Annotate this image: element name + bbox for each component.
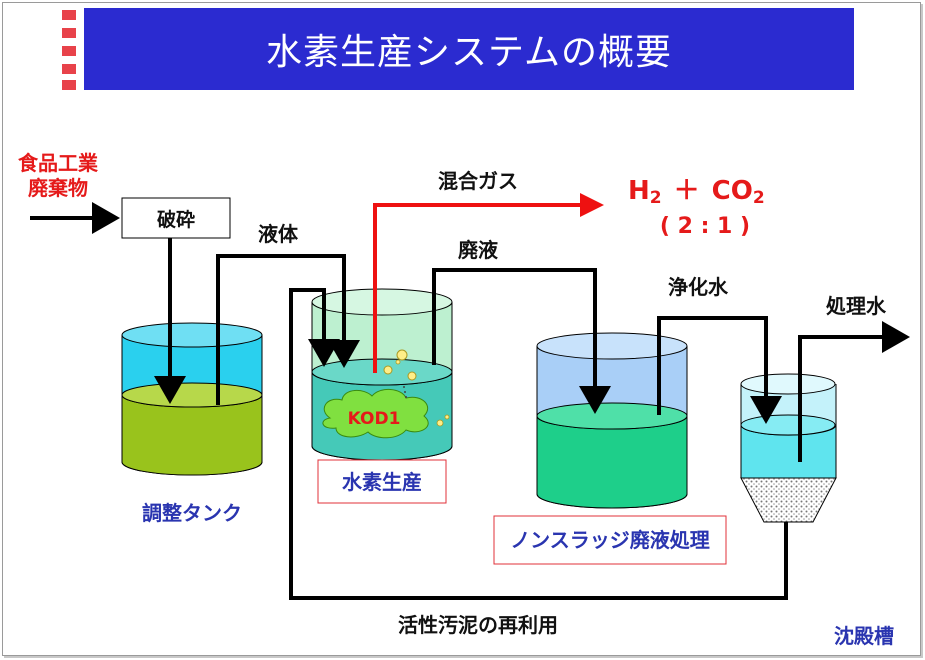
non-sludge-tank	[536, 332, 688, 509]
input-label-2: 廃棄物	[28, 176, 88, 200]
non-sludge-box	[493, 515, 727, 565]
waste-liquid-label: 廃液	[458, 238, 499, 262]
gas-formula: H2＋CO2	[628, 176, 765, 208]
input-label-1: 食品工業	[18, 151, 99, 175]
sludge-reuse-label: 活性汚泥の再利用	[398, 613, 558, 637]
title-bullet-2	[62, 28, 76, 38]
settling-tank-label: 沈殿槽	[834, 624, 894, 648]
flow-lines	[30, 202, 910, 600]
title-bullet-5	[62, 80, 76, 90]
kod1-cloud	[322, 389, 429, 439]
settling-tank	[740, 373, 837, 523]
title-bar: 水素生産システムの概要	[84, 8, 854, 90]
gas-formula-h-sub: 2	[650, 188, 662, 208]
gas-line	[373, 193, 604, 373]
crusher-label: 破砕	[157, 209, 195, 231]
kod1-label: KOD1	[348, 409, 401, 429]
slide-title: 水素生産システムの概要	[266, 32, 672, 73]
adjust-tank	[121, 322, 263, 476]
gas-formula-h: H	[628, 176, 650, 206]
adjust-tank-label: 調整タンク	[142, 501, 242, 525]
mixed-gas-label: 混合ガス	[438, 169, 518, 193]
purified-water-label: 浄化水	[668, 275, 729, 299]
title-bullet-1	[62, 10, 76, 20]
gas-formula-co-sub: 2	[753, 188, 765, 208]
liquid-label: 液体	[258, 222, 299, 246]
gas-ratio: ( 2 : 1 )	[660, 214, 750, 239]
hydrogen-production-label: 水素生産	[342, 470, 422, 494]
gas-formula-plus: ＋	[674, 176, 700, 206]
treated-water-label: 処理水	[826, 294, 887, 318]
title-bullet-4	[62, 64, 76, 74]
hydrogen-production-box	[317, 459, 447, 504]
hydrogen-tank	[311, 288, 453, 461]
title-bullet-3	[62, 46, 76, 56]
non-sludge-label: ノンスラッジ廃液処理	[510, 528, 710, 552]
gas-formula-co: CO	[712, 176, 753, 206]
crusher-box	[121, 197, 231, 239]
